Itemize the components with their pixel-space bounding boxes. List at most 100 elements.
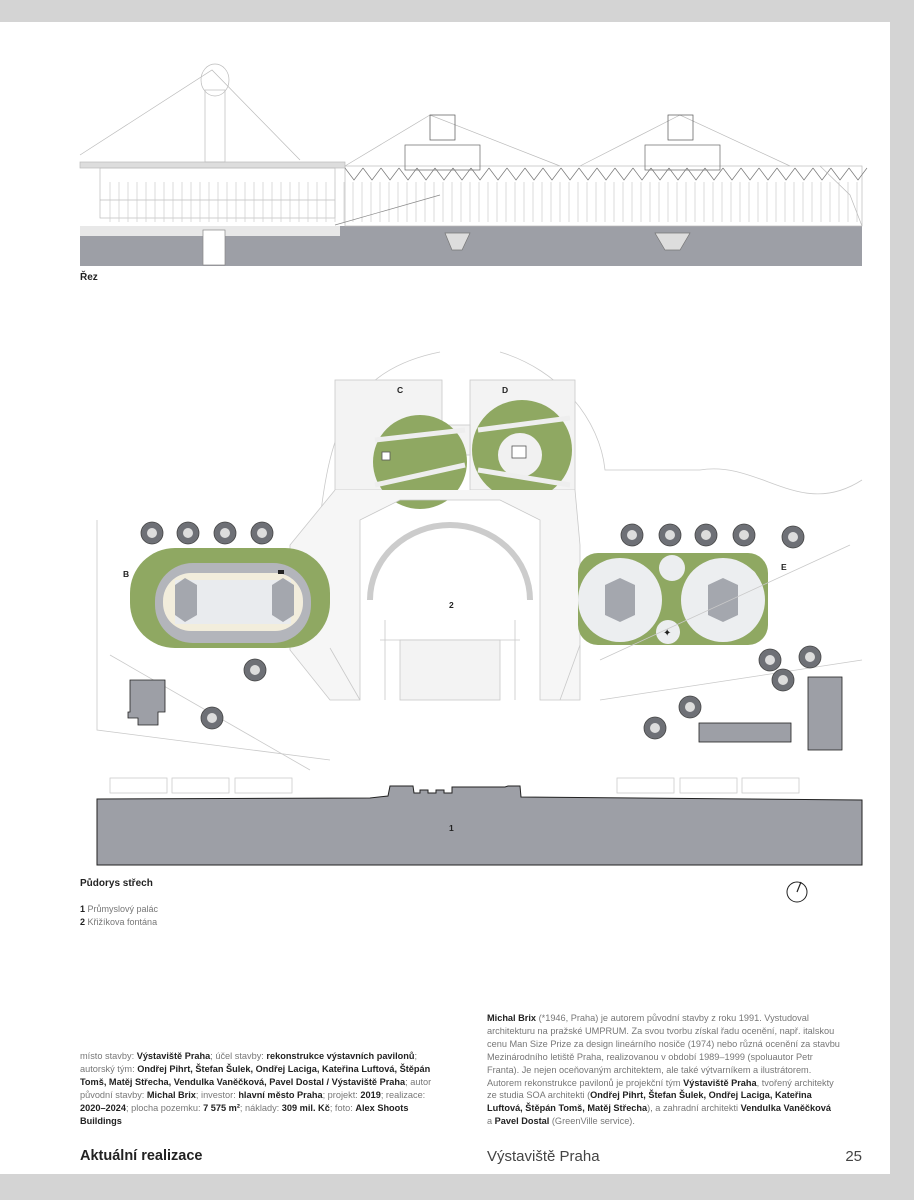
- text-segment: Franta). Je nejen oceňovaným architektem…: [487, 1064, 812, 1075]
- truss-member: [542, 167, 562, 181]
- truss-member: [344, 167, 364, 181]
- text-segment: a: [487, 1116, 495, 1127]
- truss-member: [704, 167, 724, 181]
- truss-member: [416, 167, 436, 181]
- truss-member: [758, 167, 778, 181]
- truss-member: [362, 167, 382, 181]
- truss-member: [776, 167, 796, 181]
- tree-icon: [650, 723, 660, 733]
- bold-segment: Výstaviště Praha: [136, 1051, 211, 1061]
- truss-member: [398, 167, 418, 181]
- legend-text: Křižíkova fontána: [87, 917, 158, 927]
- plan-label-b: B: [123, 569, 130, 579]
- svg-text:✦: ✦: [663, 628, 671, 639]
- text-line: Autorem rekonstrukce pavilonů je projekč…: [487, 1077, 840, 1090]
- tree-icon: [685, 702, 695, 712]
- tree-icon: [778, 675, 788, 685]
- plan-label-2: 2: [447, 600, 456, 610]
- text-line: Luftová, Štěpán Tomš, Matěj Střecha), a …: [487, 1102, 840, 1115]
- text-segment: Autorem rekonstrukce pavilonů je projekč…: [487, 1077, 684, 1088]
- text-segment: (GreenVille service).: [549, 1116, 635, 1127]
- tree-icon: [627, 530, 637, 540]
- truss-member: [380, 167, 400, 181]
- legend-item: 2 Křižíkova fontána: [80, 916, 158, 929]
- section-drawing: [79, 63, 868, 266]
- truss-member: [452, 167, 472, 181]
- text-line: 2020–2024; plocha pozemku: 7 575 m²; nák…: [80, 1102, 431, 1115]
- architect-bio: Michal Brix (*1946, Praha) je autorem pů…: [487, 1012, 840, 1128]
- text-segment: ; autor: [405, 1076, 432, 1087]
- text-segment: původní stavby:: [80, 1089, 147, 1100]
- project-credits: místo stavby: Výstaviště Praha; účel sta…: [80, 1050, 431, 1127]
- legend-number: 2: [80, 917, 86, 927]
- text-segment: ze studia SOA architekti (: [487, 1090, 591, 1101]
- bold-segment: Vendulka Vaněčková: [740, 1103, 831, 1114]
- tree-icon: [665, 530, 675, 540]
- bold-segment: Alex Shoots: [355, 1102, 409, 1113]
- kiosk-outline: [679, 777, 738, 794]
- truss-member: [488, 167, 508, 181]
- plan-label-c: C: [397, 385, 404, 395]
- bold-segment: Výstaviště Praha: [683, 1077, 757, 1088]
- truss-member: [614, 167, 634, 181]
- truss-member: [740, 167, 760, 181]
- kiosk-outline: [616, 777, 675, 794]
- plan-caption: Půdorys střech: [80, 878, 153, 889]
- truss-member: [812, 167, 832, 181]
- truss-member: [668, 167, 688, 181]
- truss-member: [578, 167, 598, 181]
- text-line: Michal Brix (*1946, Praha) je autorem pů…: [487, 1012, 840, 1025]
- text-line: ze studia SOA architekti (Ondřej Pihrt, …: [487, 1089, 840, 1102]
- text-line: Tomš, Matěj Střecha, Vendulka Vaněčková,…: [80, 1076, 431, 1089]
- kiosk-outline: [741, 777, 800, 794]
- legend-text: Průmyslový palác: [87, 904, 159, 914]
- tree-icon: [147, 528, 157, 538]
- text-segment: , tvořený architekty: [756, 1077, 834, 1088]
- tree-icon: [257, 528, 267, 538]
- bold-segment: Pavel Dostal: [494, 1116, 550, 1127]
- tree-icon: [701, 530, 711, 540]
- tree-icon: [765, 655, 775, 665]
- text-line: místo stavby: Výstaviště Praha; účel sta…: [80, 1050, 431, 1063]
- truss-member: [830, 167, 850, 181]
- truss-member: [524, 167, 544, 181]
- legend-item: 1 Průmyslový palác: [80, 903, 158, 916]
- text-line: autorský tým: Ondřej Pihrt, Štefan Šulek…: [80, 1063, 431, 1076]
- truss-member: [470, 167, 490, 181]
- tree-icon: [250, 665, 260, 675]
- kiosk-outline: [234, 777, 293, 794]
- text-line: původní stavby: Michal Brix; investor: h…: [80, 1089, 431, 1102]
- page-number: 25: [845, 1148, 862, 1165]
- text-segment: ; investor:: [195, 1089, 239, 1100]
- tree-icon: [207, 713, 217, 723]
- plan-label-d: D: [502, 385, 509, 395]
- text-line: Mezinárodního letiště Praha, realizovano…: [487, 1051, 840, 1064]
- text-line: architekturu na pražské UMPRUM. Za svou …: [487, 1025, 840, 1038]
- tree-icon: [788, 532, 798, 542]
- bold-segment: 7 575 m²: [203, 1102, 240, 1113]
- text-segment: autorský tým:: [80, 1063, 138, 1074]
- truss-member: [686, 167, 706, 181]
- text-segment: cenu Man Size Prize za design lineárního…: [487, 1038, 840, 1049]
- truss-member: [650, 167, 670, 181]
- bold-segment: Luftová, Štěpán Tomš, Matěj Střecha: [487, 1103, 648, 1114]
- text-segment: architekturu na pražské UMPRUM. Za svou …: [487, 1025, 835, 1036]
- text-line: Franta). Je nejen oceňovaným architektem…: [487, 1064, 840, 1077]
- footer-title: Výstaviště Praha: [487, 1148, 600, 1165]
- text-segment: (*1946, Praha) je autorem původní stavby…: [536, 1013, 809, 1023]
- plan-legend: 1 Průmyslový palác 2 Křižíkova fontána: [80, 903, 158, 929]
- footer-section: Aktuální realizace: [80, 1148, 203, 1164]
- bold-segment: 2020–2024: [80, 1102, 126, 1113]
- bold-segment: Michal Brix: [146, 1089, 196, 1100]
- bold-segment: Ondřej Pihrt, Štefan Šulek, Ondřej Lacig…: [137, 1063, 431, 1074]
- text-segment: ;: [414, 1051, 418, 1061]
- text-segment: ; náklady:: [239, 1102, 282, 1113]
- text-segment: Mezinárodního letiště Praha, realizovano…: [487, 1051, 813, 1062]
- truss-member: [632, 167, 652, 181]
- roof-plan-drawing: ✦: [96, 351, 863, 903]
- bold-segment: hlavní město Praha: [238, 1089, 323, 1100]
- bold-segment: Tomš, Matěj Střecha, Vendulka Vaněčková,…: [80, 1076, 406, 1087]
- truss-member: [848, 167, 868, 181]
- legend-number: 1: [80, 904, 86, 914]
